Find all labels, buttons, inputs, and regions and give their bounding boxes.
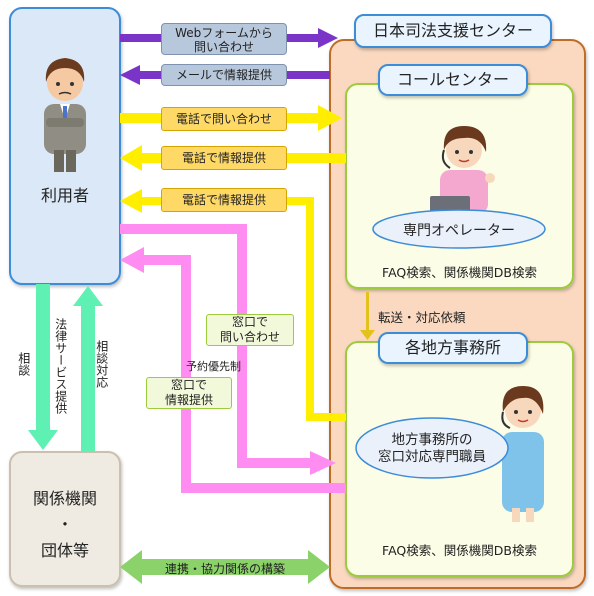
- callcenter-search: FAQ検索、関係機関DB検索: [382, 265, 537, 280]
- user-person-icon: [44, 58, 86, 172]
- legal-service-label: 法律サービス提供: [53, 318, 68, 414]
- window-inquiry-arrow: [120, 224, 336, 475]
- consult-response-label: 相談対応: [94, 340, 109, 388]
- cooperation-arrow: [120, 550, 330, 584]
- window-inquiry-label: 窓口で 問い合わせ: [206, 314, 294, 346]
- transfer-label: 転送・対応依頼: [378, 310, 466, 325]
- user-label: 利用者: [40, 186, 89, 205]
- consult-label: 相談: [16, 352, 31, 376]
- phone-info-label-2: 電話で情報提供: [161, 188, 287, 212]
- reservation-label: 予約優先制: [186, 360, 241, 373]
- regional-search: FAQ検索、関係機関DB検索: [382, 543, 537, 558]
- phone-inquiry-label: 電話で問い合わせ: [161, 107, 287, 131]
- phone-info-label-1: 電話で情報提供: [161, 146, 287, 170]
- staff-ellipse: [355, 417, 509, 479]
- staff-person-icon: [501, 386, 544, 522]
- staff-label: 地方事務所の 窓口対応専門職員: [378, 432, 486, 465]
- cooperation-label: 連携・協力関係の構築: [164, 562, 285, 576]
- operator-label: 専門オペレーター: [403, 223, 515, 239]
- mail-info-label: メールで情報提供: [161, 64, 287, 86]
- window-info-label: 窓口で 情報提供: [146, 377, 232, 409]
- web-inquiry-label: Webフォームから 問い合わせ: [161, 23, 287, 55]
- transfer-arrow: [360, 292, 375, 340]
- response-arrow: [73, 286, 103, 452]
- consult-arrow: [28, 284, 58, 450]
- org-box: [9, 451, 121, 587]
- center-title: 日本司法支援センター: [354, 14, 552, 48]
- callcenter-title: コールセンター: [378, 64, 528, 96]
- window-info-arrow: [120, 247, 346, 493]
- operator-ellipse: [372, 209, 546, 249]
- org-label: 関係機関 ・ 団体等: [32, 489, 97, 560]
- regional-title: 各地方事務所: [378, 332, 528, 364]
